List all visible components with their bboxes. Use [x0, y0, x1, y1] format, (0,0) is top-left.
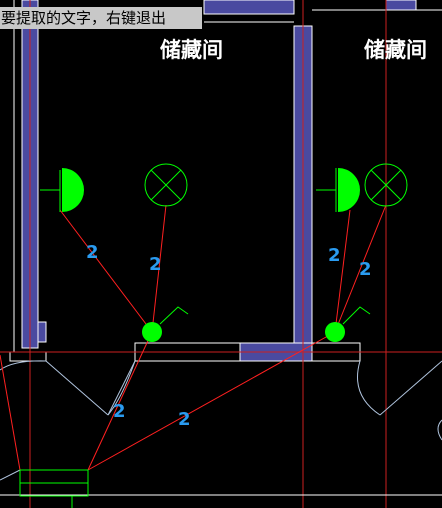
wire-count-label: 2: [328, 245, 341, 266]
wall-light-icon[interactable]: [316, 168, 360, 212]
wall-light-icon[interactable]: [40, 168, 84, 212]
wire-count-label: 2: [86, 242, 99, 263]
switch-icon[interactable]: [142, 306, 189, 342]
wiring: [0, 204, 387, 471]
left-wall-stub: [37, 321, 47, 343]
room-label: 储藏间: [160, 38, 223, 62]
switch-icon[interactable]: [325, 306, 371, 342]
wire-count-label: 2: [359, 259, 372, 280]
wire-count-label: 2: [149, 254, 162, 275]
wire-count-label: 2: [178, 409, 191, 430]
room-label: 储藏间: [364, 38, 427, 62]
ceiling-light-icon[interactable]: [144, 163, 188, 207]
wire-count-label: 2: [113, 401, 126, 422]
top-wall-segment-right: [385, 0, 417, 11]
distribution-box[interactable]: [19, 469, 89, 508]
door-swings: [0, 360, 442, 441]
ceiling-light-icon[interactable]: [364, 163, 408, 207]
top-wall-segment: [203, 0, 295, 15]
command-prompt-tooltip: 要提取的文字，右键退出: [0, 7, 202, 29]
